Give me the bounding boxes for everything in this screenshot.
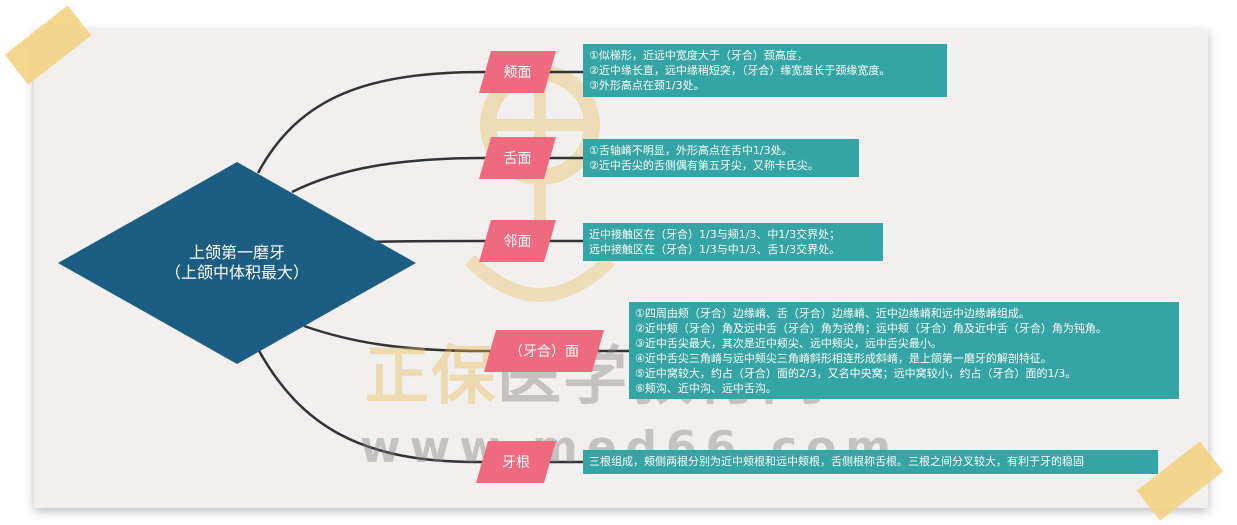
connector-root — [256, 348, 583, 464]
detail-line: ③近中舌尖最大，其次是近中颊尖、远中颊尖，远中舌尖最小。 — [635, 337, 942, 350]
root-subtitle: （上颌中体积最大） — [164, 263, 309, 282]
detail-line: ②近中颊（牙合）角及远中舌（牙合）角为锐角；远中颊（牙合）角及近中舌（牙合）角为… — [635, 322, 1107, 335]
detail-box-root[interactable]: 三根组成，颊侧两根分别为近中颊根和远中颊根，舌侧根称舌根。三根之间分叉较大，有利… — [583, 450, 1158, 474]
detail-line: ②近中舌尖的舌侧偶有第五牙尖，又称卡氏尖。 — [589, 159, 819, 172]
branch-label: （牙合）面 — [509, 344, 579, 360]
detail-line: ⑥颊沟、近中沟、远中舌沟。 — [635, 382, 777, 395]
detail-box-lingual[interactable]: ①舌轴嵴不明显，外形高点在舌中1/3处。 ②近中舌尖的舌侧偶有第五牙尖，又称卡氏… — [583, 139, 859, 177]
branch-label: 舌面 — [503, 151, 532, 167]
detail-line: ①似梯形，近远中宽度大于（牙合）颈高度， — [589, 49, 808, 62]
detail-line: 三根组成，颊侧两根分别为近中颊根和远中颊根，舌侧根称舌根。三根之间分叉较大，有利… — [589, 455, 1084, 468]
branch-label: 邻面 — [503, 234, 532, 250]
connector-occlusal — [303, 324, 629, 353]
detail-line: 远中接触区在（牙合）1/3与中1/3、舌1/3交界处。 — [589, 243, 841, 256]
branch-shape — [479, 220, 556, 262]
detail-box-occlusal[interactable]: ①四周由颊（牙合）边缘嵴、舌（牙合）边缘嵴、近中边缘嵴和远中边缘嵴组成。 ②近中… — [629, 302, 1179, 399]
branch-label: 颊面 — [503, 65, 532, 81]
branch-shape — [476, 441, 556, 483]
detail-line: ②近中缘长直，远中缘稍短突，（牙合）缘宽度长于颈缘宽度。 — [589, 64, 891, 77]
detail-line: ①舌轴嵴不明显，外形高点在舌中1/3处。 — [589, 144, 793, 157]
branch-shape — [479, 51, 556, 93]
detail-line: ⑤近中窝较大，约占（牙合）面的2/3，又名中央窝；远中窝较小，约占（牙合）面的1… — [635, 367, 1077, 380]
branch-node-root[interactable]: 牙根 — [476, 441, 556, 483]
connector-lingual — [291, 156, 583, 194]
watermark-brand-a: 正保 — [365, 340, 497, 414]
branch-node-buccal[interactable]: 颊面 — [479, 51, 556, 93]
detail-line: ④近中舌尖三角嵴与远中颊尖三角嵴斜形相连形成斜嵴，是上颌第一磨牙的解剖特征。 — [635, 352, 1052, 365]
detail-line: ①四周由颊（牙合）边缘嵴、舌（牙合）边缘嵴、近中边缘嵴和远中边缘嵴组成。 — [635, 307, 1030, 320]
detail-line: ③外形高点在颈1/3处。 — [589, 79, 705, 92]
root-node[interactable]: 上颌第一磨牙 （上颌中体积最大） — [58, 162, 416, 364]
branch-shape — [479, 137, 556, 179]
connector-buccal — [256, 70, 583, 174]
detail-box-proximal[interactable]: 近中接触区在（牙合）1/3与颊1/3、中1/3交界处； 远中接触区在（牙合）1/… — [583, 223, 883, 261]
branch-node-proximal[interactable]: 邻面 — [479, 220, 556, 262]
detail-box-buccal[interactable]: ①似梯形，近远中宽度大于（牙合）颈高度， ②近中缘长直，远中缘稍短突，（牙合）缘… — [583, 44, 947, 97]
branch-label: 牙根 — [502, 455, 530, 471]
branch-node-occlusal[interactable]: （牙合）面 — [484, 330, 604, 372]
detail-line: 近中接触区在（牙合）1/3与颊1/3、中1/3交界处； — [589, 228, 841, 241]
root-title: 上颌第一磨牙 — [188, 243, 285, 262]
branch-node-lingual[interactable]: 舌面 — [479, 137, 556, 179]
branch-shape — [484, 330, 604, 372]
